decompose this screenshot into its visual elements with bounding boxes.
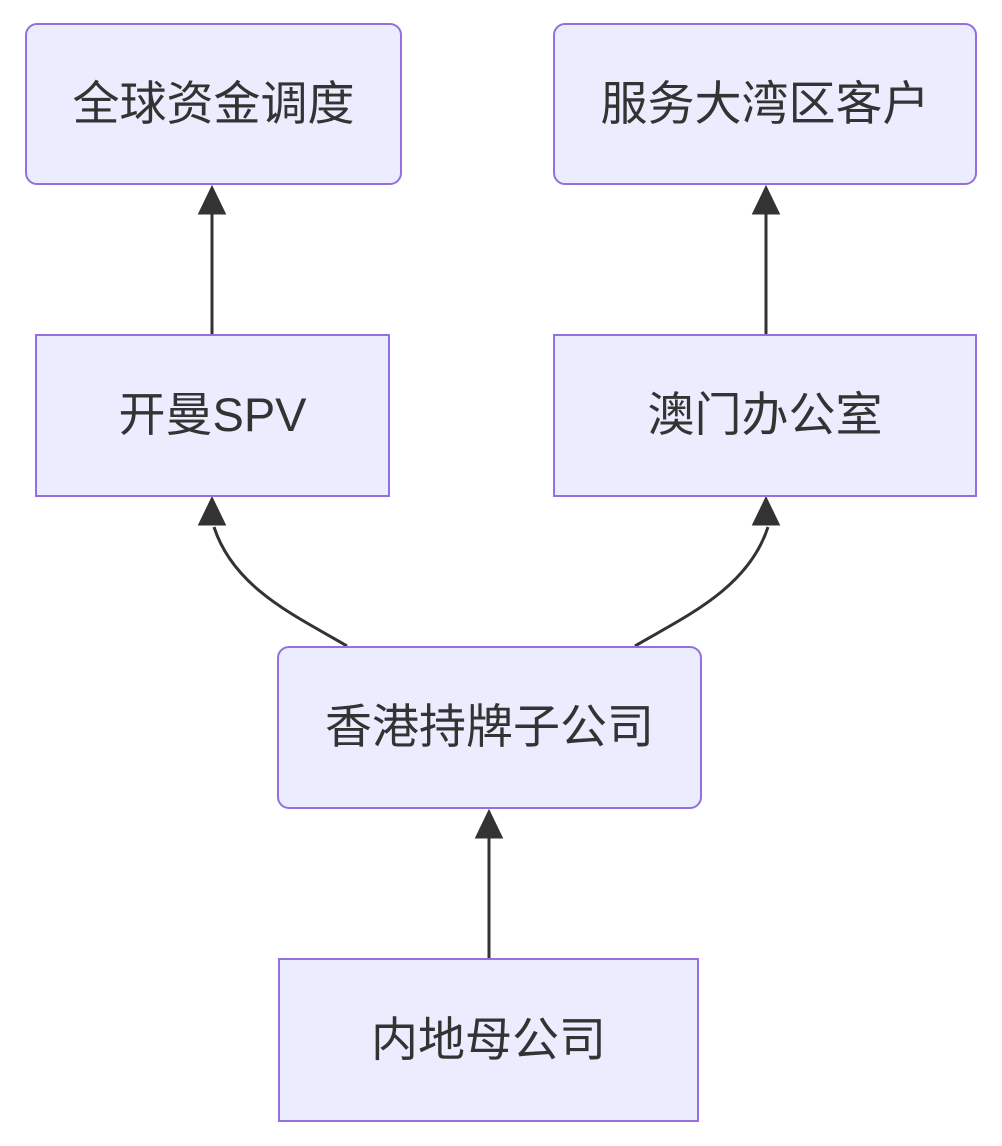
node-macau-office: 澳门办公室 [553, 334, 977, 497]
node-gba-clients: 服务大湾区客户 [553, 23, 977, 185]
arrowhead-hk-to-macau [751, 495, 781, 526]
node-hk-subsidiary-label: 香港持牌子公司 [325, 700, 654, 754]
arrowhead-macau-to-gba [751, 184, 781, 215]
node-macau-office-label: 澳门办公室 [647, 388, 883, 442]
node-global-funds-label: 全球资金调度 [72, 76, 355, 130]
arrowhead-mainland-to-hk [474, 808, 504, 839]
node-hk-subsidiary: 香港持牌子公司 [277, 646, 702, 809]
node-global-funds: 全球资金调度 [25, 23, 402, 185]
node-cayman-spv: 开曼SPV [35, 334, 390, 497]
node-mainland-parent-label: 内地母公司 [371, 1012, 606, 1066]
edge-hk-to-cayman [212, 526, 348, 648]
arrowhead-cayman-to-global [197, 184, 227, 215]
edge-hk-to-macau [634, 526, 770, 648]
arrowhead-hk-to-cayman [197, 495, 227, 526]
node-gba-clients-label: 服务大湾区客户 [600, 76, 930, 130]
node-mainland-parent: 内地母公司 [278, 958, 699, 1122]
node-cayman-spv-label: 开曼SPV [118, 388, 307, 442]
